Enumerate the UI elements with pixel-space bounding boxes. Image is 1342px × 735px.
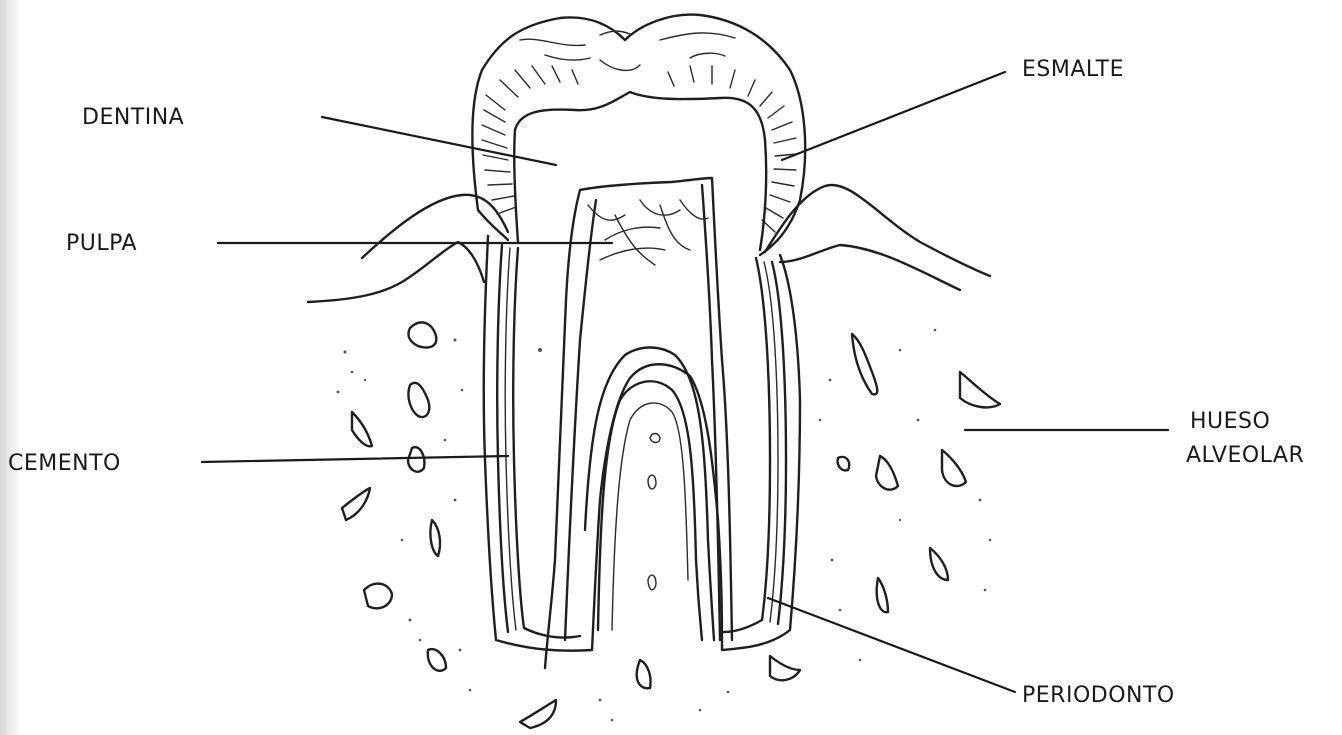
pulp [545, 178, 732, 668]
label-cemento: CEMENTO [8, 451, 121, 476]
label-esmalte: ESMALTE [1022, 57, 1124, 82]
label-hueso-line1: HUESO [1190, 409, 1270, 434]
enamel [472, 15, 805, 255]
label-dentina: DENTINA [82, 105, 184, 130]
label-hueso-line2: ALVEOLAR [1186, 443, 1304, 468]
leader-esmalte [782, 72, 1005, 160]
leader-cemento [202, 456, 508, 462]
leader-dentina [322, 117, 556, 165]
label-periodonto: PERIODONTO [1022, 683, 1175, 708]
alveolar-bone-texture [337, 322, 1000, 728]
enamel-hatching [482, 66, 797, 232]
leader-periodonto [768, 598, 1015, 692]
label-pulpa: PULPA [66, 231, 137, 256]
dentin [514, 92, 766, 250]
roots [484, 236, 800, 651]
leader-lines [202, 72, 1168, 692]
